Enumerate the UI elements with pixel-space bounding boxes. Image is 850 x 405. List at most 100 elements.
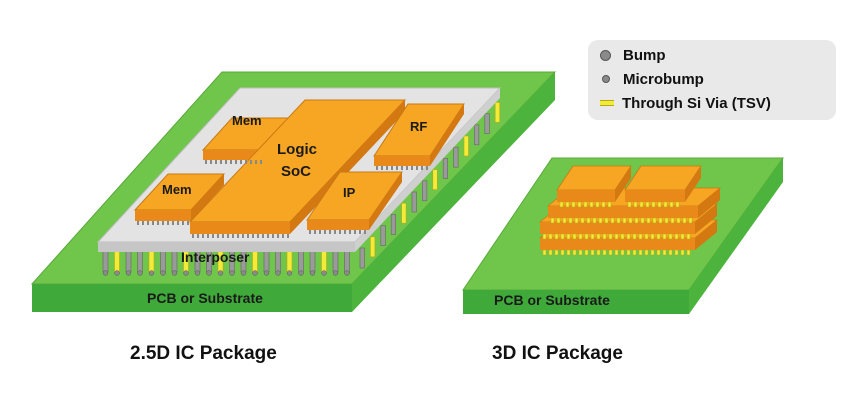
interposer-pin	[309, 249, 316, 273]
tsv	[668, 249, 673, 256]
interposer-pin	[137, 249, 143, 273]
tsv	[577, 201, 582, 208]
tsv	[633, 201, 638, 208]
microbump	[202, 234, 204, 238]
microbump	[142, 221, 144, 225]
tsv	[640, 217, 645, 224]
tsv	[554, 249, 559, 256]
microbump	[260, 160, 262, 164]
tsv	[622, 217, 627, 224]
tsv	[560, 233, 565, 240]
tsv	[550, 217, 555, 224]
tsv	[639, 201, 644, 208]
tsv	[668, 233, 673, 240]
tsv	[566, 249, 571, 256]
tsv	[626, 249, 631, 256]
bump	[275, 270, 281, 276]
label-soc: SoC	[281, 163, 311, 180]
tsv	[662, 233, 667, 240]
microbump	[359, 230, 361, 234]
legend-bump-label: Bump	[623, 46, 666, 64]
bump	[137, 270, 143, 276]
bump-icon	[600, 49, 611, 61]
tsv	[584, 249, 589, 256]
interposer-pin	[171, 249, 178, 273]
tsv	[674, 233, 679, 240]
tsv	[676, 217, 681, 224]
die-front	[625, 190, 685, 202]
tsv	[656, 233, 661, 240]
pkg25-chip-logic-soc	[188, 99, 407, 234]
tsv	[589, 201, 594, 208]
pkg25-substrate-label: PCB or Substrate	[147, 290, 263, 306]
pkg25-interposer-front	[98, 242, 355, 252]
microbump	[240, 160, 242, 164]
pkg25-chip-mem-bottom	[133, 173, 226, 221]
microbump	[406, 166, 408, 170]
tsv	[590, 249, 595, 256]
microbump	[421, 166, 423, 170]
microbump	[354, 230, 356, 234]
interposer-pin	[463, 135, 469, 157]
bump	[217, 270, 224, 276]
legend-microbump: Microbump	[600, 68, 704, 90]
microbump	[217, 234, 219, 238]
tsv	[650, 249, 655, 256]
tsv	[628, 217, 633, 224]
interposer-pin	[494, 102, 501, 123]
tsv	[664, 217, 669, 224]
interposer-pin	[275, 249, 281, 273]
microbump	[391, 166, 393, 170]
microbump	[314, 230, 316, 234]
interposer-pin	[252, 249, 258, 273]
bump	[183, 270, 189, 276]
microbump	[167, 221, 169, 225]
bump	[114, 270, 120, 276]
microbump	[339, 230, 341, 234]
microbump	[411, 166, 413, 170]
microbump	[416, 166, 418, 170]
microbump	[386, 166, 388, 170]
tsv	[646, 217, 651, 224]
tsv	[596, 249, 601, 256]
pkg25-substrate-side	[352, 72, 555, 312]
microbump	[172, 221, 174, 225]
tsv	[578, 233, 583, 240]
tsv	[614, 233, 619, 240]
bump	[252, 270, 258, 276]
microbump	[235, 160, 237, 164]
tsv	[626, 233, 631, 240]
tsv	[571, 201, 576, 208]
die-side	[698, 188, 720, 218]
tsv	[644, 233, 649, 240]
pkg3d-caption: 3D IC Package	[492, 343, 623, 364]
tsv	[607, 201, 612, 208]
tsv	[601, 201, 606, 208]
microbump	[245, 160, 247, 164]
bump	[332, 270, 339, 276]
microbump	[222, 234, 224, 238]
microbump	[207, 234, 209, 238]
interposer-pin	[332, 249, 339, 273]
microbump	[319, 230, 321, 234]
interposer-pin	[160, 249, 166, 273]
pkg25-interposer-pins	[102, 102, 501, 276]
tsv	[565, 201, 570, 208]
tsv	[608, 233, 613, 240]
bump	[160, 270, 166, 276]
tsv	[568, 217, 573, 224]
microbump	[247, 234, 249, 238]
interposer-pin	[125, 249, 132, 273]
legend-tsv: Through Si Via (TSV)	[600, 92, 771, 114]
label-mem-bottom: Mem	[162, 182, 192, 197]
microbump	[152, 221, 154, 225]
microbump	[250, 160, 252, 164]
tsv	[584, 233, 589, 240]
tsv	[578, 249, 583, 256]
microbump-icon	[602, 75, 610, 83]
interposer-pin	[422, 180, 428, 202]
tsv	[595, 201, 600, 208]
tsv	[560, 249, 565, 256]
